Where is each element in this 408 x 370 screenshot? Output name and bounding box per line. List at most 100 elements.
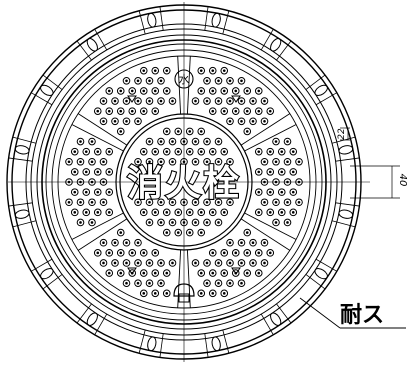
perforation-hole-center	[153, 109, 157, 113]
frame-rib-line	[315, 92, 338, 106]
perforation-hole	[283, 198, 292, 207]
lid-spoke-line	[71, 124, 124, 152]
perforation-hole-center	[142, 109, 146, 113]
perforation-hole-center	[240, 261, 243, 265]
perforation-hole-center	[130, 89, 134, 93]
perforation-hole	[266, 208, 275, 217]
perforation-hole	[139, 269, 148, 277]
perforation-hole	[116, 269, 125, 277]
frame-rib-line	[204, 333, 209, 358]
perforation-hole-center	[268, 211, 272, 214]
perforation-hole	[231, 107, 240, 115]
perforation-hole-center	[268, 170, 272, 174]
perforation-hole-center	[165, 130, 169, 133]
perforation-hole	[99, 178, 108, 186]
perforation-hole-center	[286, 221, 289, 224]
perforation-hole-center	[245, 89, 249, 93]
perforation-hole-center	[211, 150, 215, 153]
perforation-hole	[174, 208, 183, 217]
perforation-hole	[277, 188, 286, 196]
perforation-hole-center	[263, 119, 266, 123]
frame-slot	[40, 268, 54, 280]
perforation-hole-center	[79, 140, 82, 143]
perforation-hole-center	[90, 180, 94, 184]
perforation-hole-center	[73, 170, 77, 174]
perforation-hole-center	[263, 200, 266, 204]
perforation-hole-center	[142, 89, 146, 93]
lid-spoke-line	[77, 218, 128, 251]
perforation-hole	[157, 279, 165, 288]
perforation-hole	[243, 228, 252, 237]
perforation-hole	[157, 259, 165, 267]
perforation-hole-center	[73, 190, 77, 194]
perforation-hole-center	[217, 99, 220, 103]
perforation-hole	[231, 249, 240, 257]
perforation-hole	[174, 127, 183, 136]
perforation-hole	[162, 127, 171, 136]
perforation-hole-center	[234, 251, 238, 255]
perforation-hole	[185, 228, 194, 237]
frame-slot	[147, 336, 157, 352]
perforation-hole-center	[171, 261, 174, 265]
perforation-hole	[208, 269, 217, 277]
frame-rib-line	[204, 6, 209, 31]
perforation-hole	[157, 97, 165, 105]
perforation-hole-center	[159, 221, 163, 224]
perforation-hole	[162, 208, 171, 217]
perforation-hole-center	[240, 79, 243, 83]
perforation-hole	[220, 289, 229, 298]
perforation-hole-center	[222, 150, 226, 153]
perforation-hole-center	[125, 99, 128, 103]
perforation-hole	[128, 87, 137, 95]
perforation-hole	[214, 218, 223, 227]
frame-rib-line	[260, 28, 274, 51]
perforation-hole	[162, 289, 171, 298]
perforation-hole	[99, 157, 108, 166]
dimension-22-label: 22	[337, 128, 347, 140]
perforation-hole	[134, 279, 142, 288]
perforation-hole	[139, 249, 148, 257]
perforation-hole	[105, 147, 114, 156]
perforation-hole	[272, 137, 280, 146]
perforation-hole-center	[245, 271, 249, 275]
perforation-hole	[76, 178, 85, 186]
perforation-hole	[266, 107, 275, 115]
perforation-hole-center	[274, 160, 278, 164]
perforation-hole	[180, 218, 188, 227]
perforation-hole-center	[102, 180, 105, 184]
perforation-hole	[65, 157, 73, 166]
perforation-hole	[82, 168, 91, 176]
cover-lid	[8, 2, 370, 362]
perforation-hole	[289, 188, 298, 196]
perforation-hole-center	[130, 109, 134, 113]
perforation-hole-center	[245, 231, 249, 234]
perforation-hole	[157, 137, 165, 146]
frame-slot	[14, 209, 30, 219]
perforation-hole-center	[205, 221, 209, 224]
frame-slot	[338, 145, 354, 155]
perforation-hole	[105, 269, 114, 277]
frame-slot	[86, 38, 98, 52]
perforation-hole-center	[228, 119, 232, 123]
perforation-hole	[203, 218, 211, 227]
perforation-hole	[134, 97, 142, 105]
perforation-hole-center	[136, 261, 140, 265]
perforation-hole-center	[194, 140, 197, 143]
perforation-hole-center	[228, 160, 232, 164]
perforation-hole	[122, 117, 131, 126]
perforation-hole-center	[159, 160, 163, 164]
perforation-hole-center	[274, 180, 278, 184]
perforation-hole-center	[107, 109, 111, 113]
perforation-hole-center	[257, 109, 261, 113]
perforation-hole-center	[171, 221, 174, 224]
perforation-hole	[197, 87, 206, 95]
perforation-hole	[151, 208, 160, 217]
perforation-hole	[289, 168, 298, 176]
perforation-hole	[162, 228, 171, 237]
frame-rib-line	[335, 202, 360, 207]
perforation-hole-center	[90, 160, 94, 164]
perforation-hole-center	[153, 251, 157, 255]
perforation-hole	[231, 87, 240, 95]
center-emblem	[127, 69, 241, 303]
lid-triangle-mark	[127, 95, 137, 103]
